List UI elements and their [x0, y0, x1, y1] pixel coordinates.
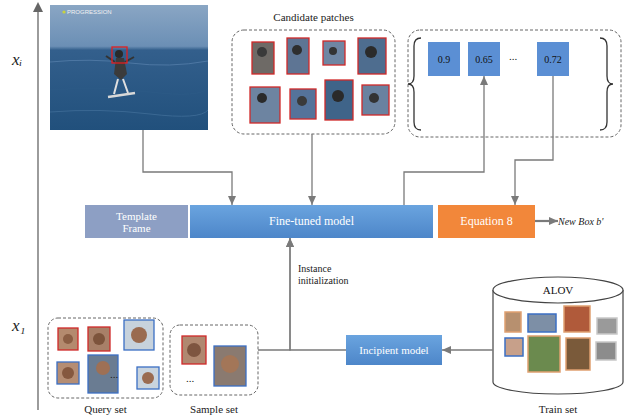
edge-label: Instance initialization	[296, 262, 364, 288]
score-box: 0.9	[428, 42, 460, 76]
node-text: Template Frame	[105, 210, 168, 234]
dashed-group	[170, 325, 258, 395]
train-patch-images	[505, 306, 617, 372]
ellipsis: ...	[509, 50, 517, 62]
node-text: Equation 8	[460, 214, 512, 229]
right-brace	[600, 38, 613, 130]
query-patch-images	[57, 320, 159, 393]
axis-label: x₁	[12, 316, 25, 336]
node-text: Incipient model	[359, 344, 428, 356]
video-frame-image	[50, 5, 208, 130]
node-text: Query set	[48, 403, 163, 416]
connector	[290, 238, 346, 350]
connector	[442, 349, 493, 350]
output-text: New Box b'	[558, 213, 624, 229]
connector	[143, 130, 232, 205]
model-box: Fine-tuned model	[190, 205, 433, 238]
node-caption: Train set	[493, 403, 623, 416]
connector	[311, 134, 312, 205]
dataset-cylinder	[493, 277, 623, 394]
dataset-cylinder: ALOV Train set	[493, 277, 623, 416]
node-text: Sample set	[170, 403, 258, 416]
dashed-group	[232, 30, 395, 134]
ellipsis: ...	[186, 372, 194, 384]
connector	[404, 76, 484, 205]
dashed-group	[48, 318, 163, 398]
connector	[535, 220, 558, 222]
time-axis	[37, 4, 38, 410]
equation-box: Equation 8	[438, 205, 535, 238]
axis-label: xᵢ	[12, 50, 22, 70]
model-box: Incipient model	[346, 335, 442, 365]
candidate-patch-images	[250, 38, 389, 123]
video-frame: PROGRESSION	[50, 5, 208, 130]
axis-head	[33, 2, 43, 12]
sample-patch-images	[182, 336, 246, 386]
node-text: PROGRESSION	[67, 9, 112, 15]
candidate-patches-group: Candidate patches	[232, 11, 395, 134]
dashed-group	[408, 30, 621, 137]
connector	[515, 76, 553, 205]
ellipsis: ...	[110, 368, 118, 380]
node-text: Candidate patches	[232, 11, 395, 23]
node-text: 0.72	[544, 54, 562, 65]
score-box: 0.72	[537, 42, 569, 76]
left-brace	[408, 38, 421, 130]
sample-set-group: Sample set	[170, 325, 258, 416]
node-text: Fine-tuned model	[269, 214, 354, 229]
template-box: Template Frame	[85, 205, 188, 238]
score-box: 0.65	[468, 42, 500, 76]
node-text: ALOV	[493, 284, 623, 297]
node-text: New Box b'	[558, 216, 603, 227]
node-text: 0.65	[475, 54, 493, 65]
query-set-group: Query set	[48, 318, 163, 416]
connector	[258, 238, 290, 350]
node-text: 0.9	[438, 54, 451, 65]
